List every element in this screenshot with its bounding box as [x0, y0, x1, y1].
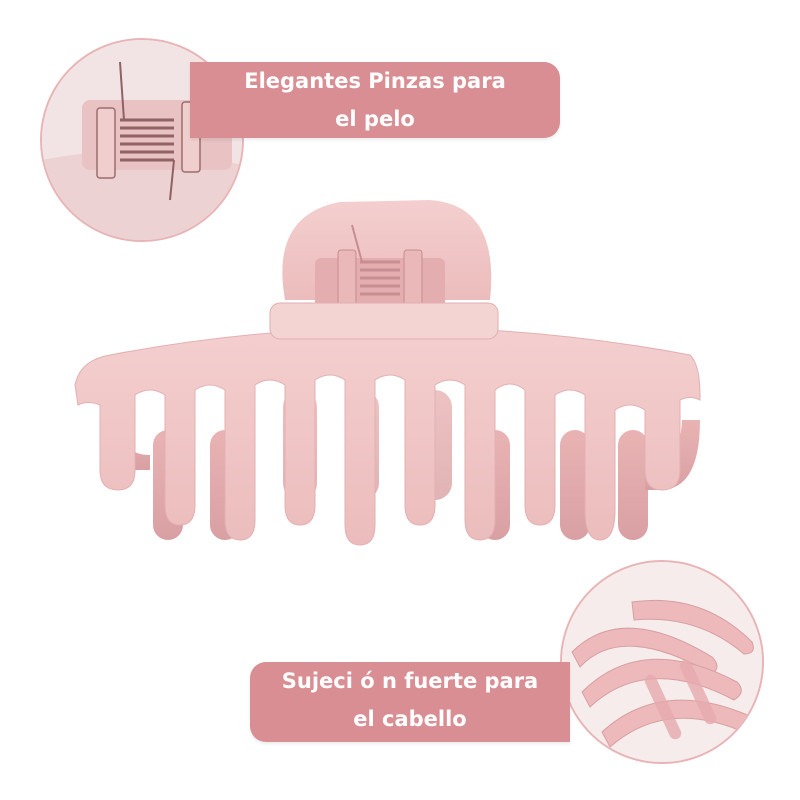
headline-banner: Elegantes Pinzas para el pelo	[190, 62, 560, 138]
hinge-plate	[269, 302, 499, 340]
feature-banner: Sujeci ó n fuerte para el cabello	[250, 662, 570, 742]
headline-line-2: el pelo	[335, 107, 415, 131]
headline-line-1: Elegantes Pinzas para	[244, 69, 506, 93]
clip-body	[74, 327, 701, 546]
teeth-detail-circle	[560, 560, 764, 764]
teeth-closeup-image	[562, 562, 762, 762]
hinge-detail-circle	[40, 38, 244, 242]
feature-line-1: Sujeci ó n fuerte para	[281, 669, 539, 693]
feature-line-2: el cabello	[353, 707, 467, 731]
spring-hinge	[315, 224, 445, 308]
